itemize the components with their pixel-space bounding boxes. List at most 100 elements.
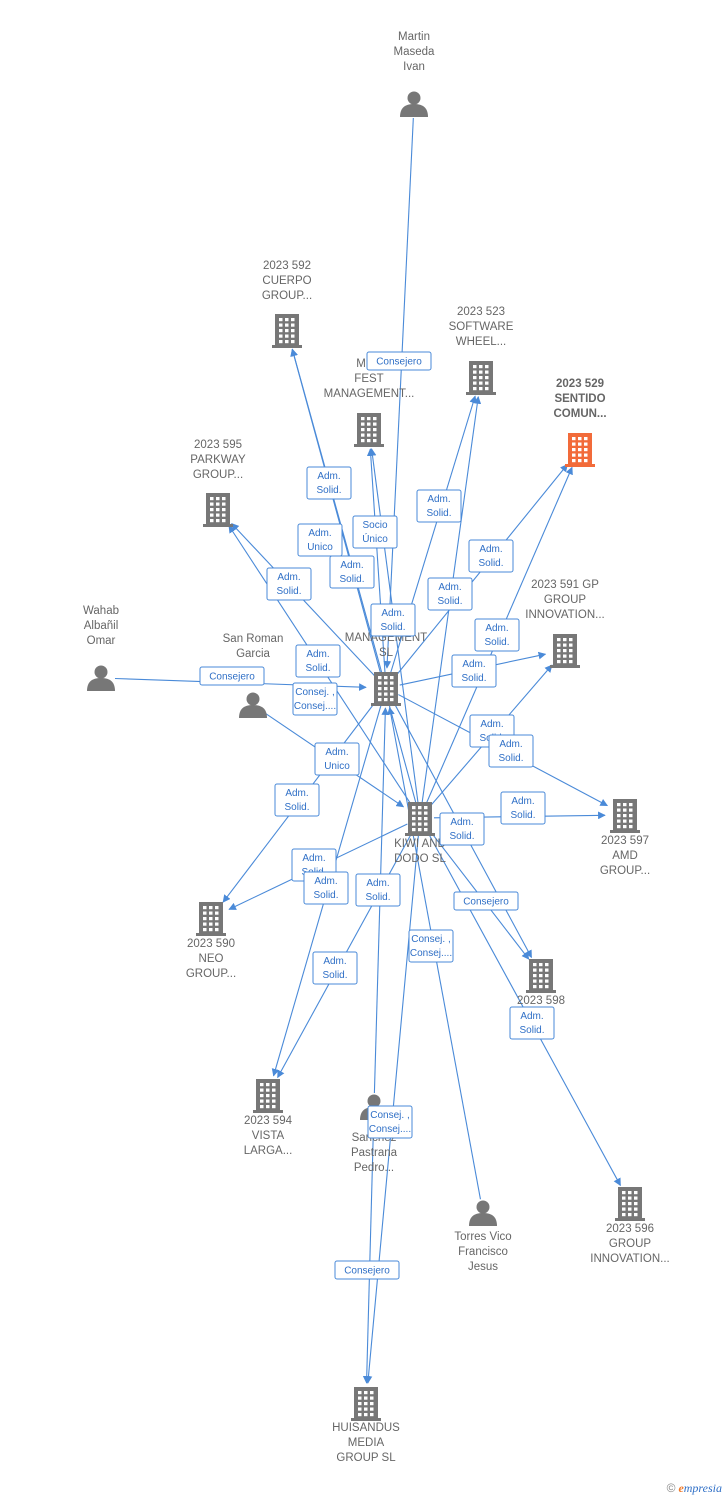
edge-memgmt-mecfest [366,448,386,675]
edge-label[interactable]: Consejero [366,351,432,371]
edge-label-text: Consej. , [295,687,334,698]
edge-label-box [297,523,343,557]
edge-label-text: Adm. [308,528,331,539]
edge-label-text: Solid. [322,970,347,981]
edge-label-box [500,791,546,825]
edge-label-text: Unico [324,761,350,772]
node-label-parkway: PARKWAY [190,454,246,466]
edge-label-box [439,812,485,846]
edge-label[interactable]: Consej. ,Consej.... [367,1105,413,1139]
edge-memgmt-parkway [231,523,377,679]
edge-label[interactable]: Adm.Solid. [416,489,462,523]
node-sanroman[interactable]: San RomanGarcia... [223,633,284,718]
edge-label-text: Adm. [302,853,325,864]
edge-label[interactable]: Adm.Solid. [306,466,352,500]
edge-label[interactable]: Adm.Solid. [427,577,473,611]
node-vista[interactable]: 2023 594VISTALARGA... [244,1079,293,1157]
building-icon [405,802,435,836]
edges-layer [114,117,621,1384]
edge-label[interactable]: Adm. Solid. [370,603,416,637]
edge-label[interactable]: Adm.Solid. [509,1006,555,1040]
edge-label-text: Adm. [479,544,502,555]
edge-label-box [199,666,265,686]
node-label-parkway: 2023 595 [194,439,242,451]
edge-label[interactable]: Adm.Solid. [329,555,375,589]
edge-label[interactable]: Adm.Solid. [274,783,320,817]
edge-label-box [367,1105,413,1139]
node-label-vista: VISTA [252,1130,285,1142]
edge-label-text: Solid. [380,622,405,633]
edge-label-box [312,951,358,985]
edge-label[interactable]: Adm. Solid. [355,873,401,907]
node-label-parkway: GROUP... [193,469,243,481]
node-label-g598: 2023 598 [517,995,565,1007]
edge-label-box [427,577,473,611]
edge-label-box [334,1260,400,1280]
edge-label[interactable]: Adm.Unico [297,523,343,557]
edge-label-text: Adm. [314,876,337,887]
edge-label-text: Adm. [450,817,473,828]
edge-label[interactable]: Adm.Solid. [468,539,514,573]
edge-label-text: Solid. [365,892,390,903]
edge-label-text: Consejero [376,357,422,368]
building-icon [272,314,302,348]
node-sentido[interactable]: 2023 529SENTIDOCOMUN... [553,378,607,467]
edge-label-text: Adm. [511,796,534,807]
edge-label-text: Solid. [449,831,474,842]
edge-label[interactable]: Adm.Solid. [451,654,497,688]
node-label-amd: 2023 597 [601,835,649,847]
edge-label-text: Solid. [339,574,364,585]
node-label-torres: Francisco [458,1246,508,1258]
edge-label[interactable]: Adm.Solid. [303,871,349,905]
edge-label[interactable]: Consej. , Consej.... [292,682,338,716]
node-label-wahab: Wahab [83,605,119,617]
node-label-vista: LARGA... [244,1145,293,1157]
edge-label[interactable]: Consej. ,Consej.... [408,929,454,963]
node-label-martin: Maseda [394,46,436,58]
brand-logo-rest: mpresia [683,1481,722,1495]
building-icon [550,634,580,668]
edge-label[interactable]: Adm.Unico [314,742,360,776]
edge-label-text: Solid. [284,802,309,813]
building-icon [196,902,226,936]
edge-label-text: Consej.... [294,701,336,712]
edge-label[interactable]: Adm. Solid. [439,812,485,846]
node-gp[interactable]: 2023 591 GPGROUPINNOVATION... [525,579,605,668]
edge-label[interactable]: Adm.Solid. [474,618,520,652]
node-neo[interactable]: 2023 590NEOGROUP... [186,902,236,980]
edge-label-text: Adm. [381,608,404,619]
node-g596[interactable]: 2023 596GROUPINNOVATION... [590,1187,670,1265]
node-label-sanchez: Pastrana [351,1147,398,1159]
edge-label-text: Solid. [498,753,523,764]
edge-label[interactable]: Adm.Solid. [488,734,534,768]
edge-label-box [314,742,360,776]
node-cuerpo[interactable]: 2023 592CUERPOGROUP... [262,260,312,348]
node-mecfest[interactable]: MECFESTMANAGEMENT... [324,358,415,447]
edge-label-text: Consejero [209,672,255,683]
building-icon [371,672,401,706]
edge-label-box [408,929,454,963]
edge-label[interactable]: Adm.Solid. [266,567,312,601]
edge-label[interactable]: Adm.Solid. [295,644,341,678]
node-amd[interactable]: 2023 597AMDGROUP... [600,799,650,877]
footer-brand[interactable]: ©empresia [667,1481,722,1496]
edge-label-text: Adm. [366,878,389,889]
node-label-memgmt: SL [379,647,394,659]
edge-label-box [416,489,462,523]
node-software[interactable]: 2023 523SOFTWAREWHEEL... [449,306,514,395]
edge-label[interactable]: Consejero [199,666,265,686]
edge-label[interactable]: Adm.Solid. [500,791,546,825]
edge-label[interactable]: Consejero [334,1260,400,1280]
edge-label[interactable]: Consejero [453,891,519,911]
building-icon [526,959,556,993]
edge-label-text: Consej.... [410,948,452,959]
edge-label[interactable]: Adm.Solid. [312,951,358,985]
